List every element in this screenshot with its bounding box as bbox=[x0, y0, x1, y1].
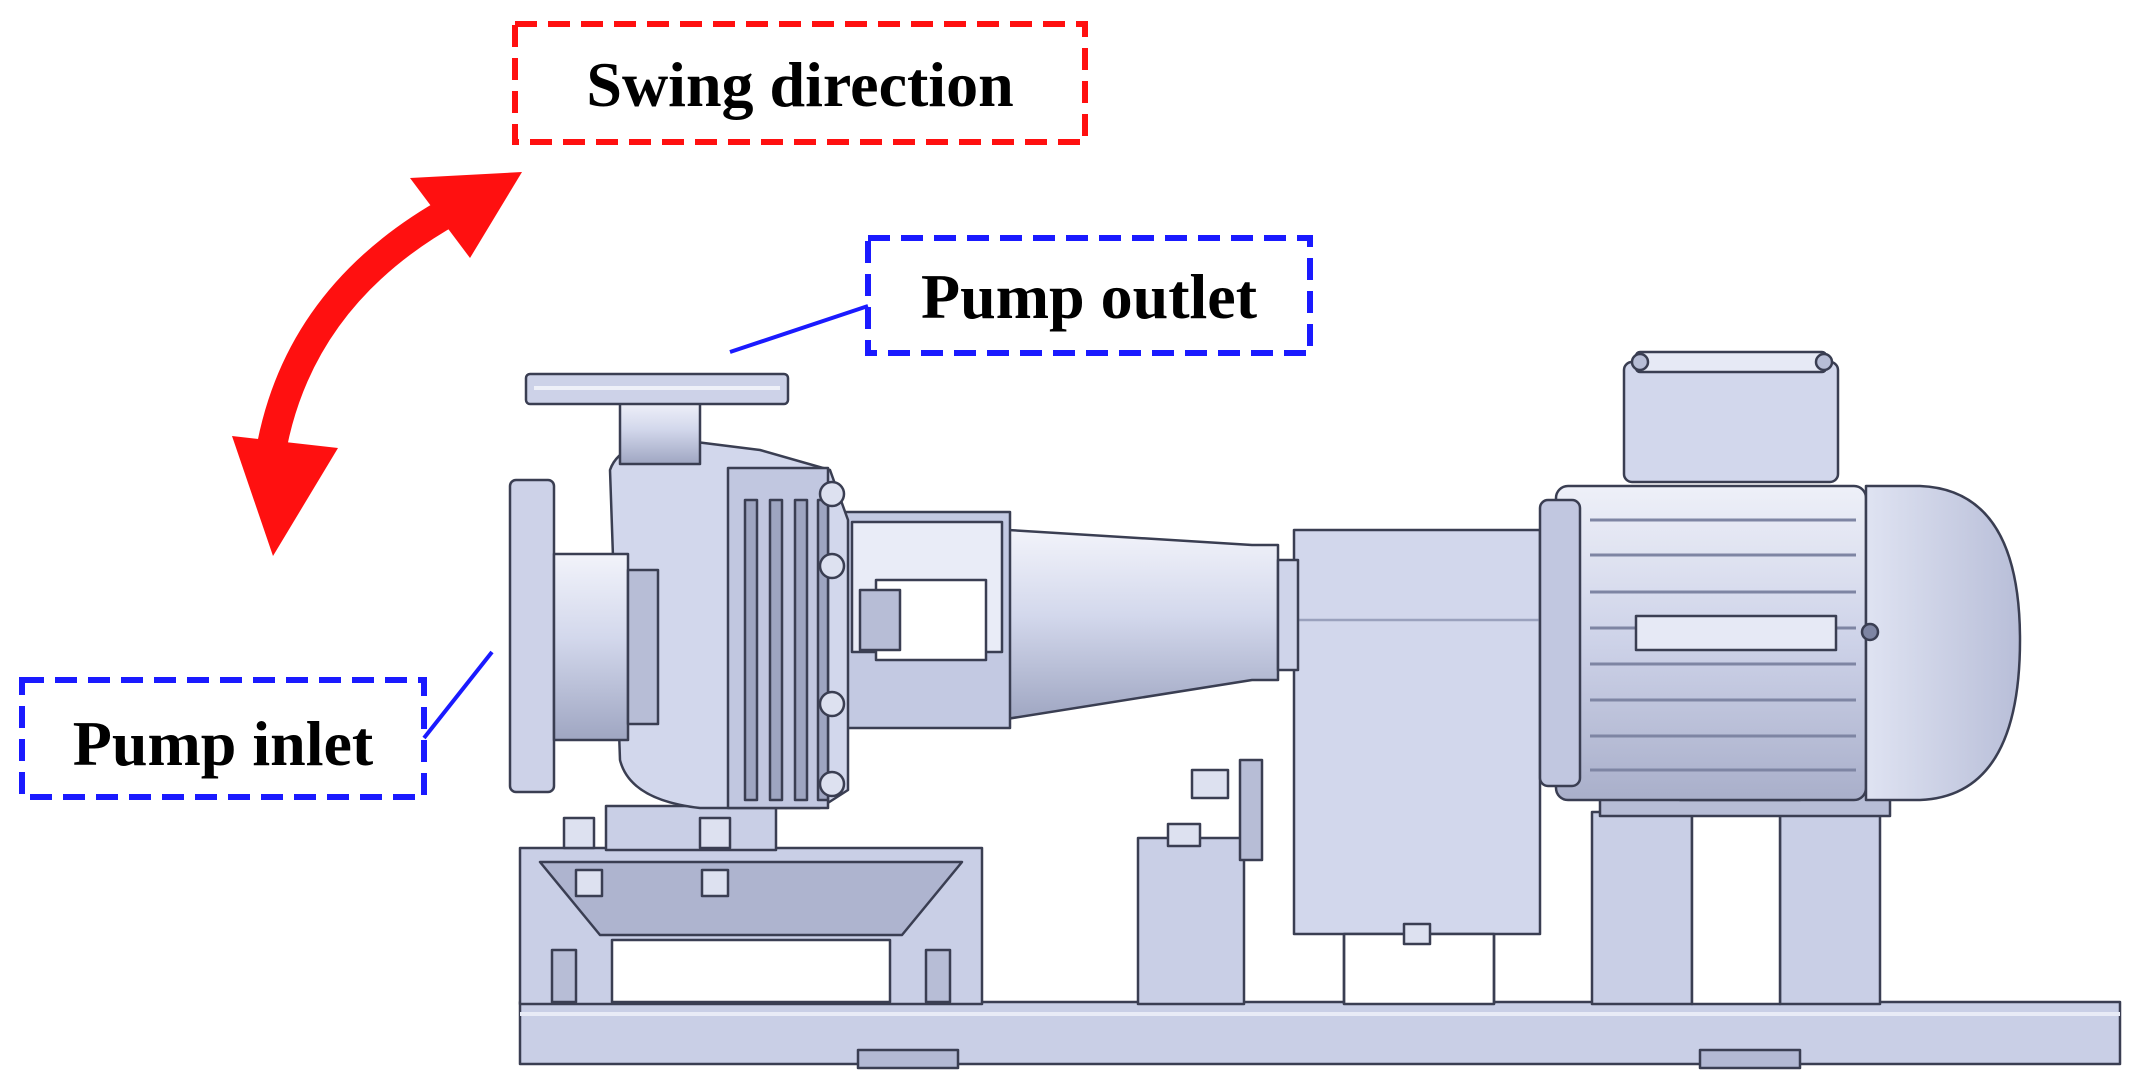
swing-arrow-head-top bbox=[410, 172, 522, 258]
inlet-flange bbox=[508, 478, 660, 794]
pump-inlet-callout: Pump inlet bbox=[19, 650, 494, 800]
bearing-support bbox=[1136, 758, 1264, 1006]
swing-direction-label: Swing direction bbox=[586, 49, 1013, 120]
pump-outlet-box bbox=[865, 235, 1313, 356]
pump-inlet-box bbox=[19, 677, 427, 800]
pump-outlet-leader bbox=[729, 304, 869, 354]
motor bbox=[1538, 350, 2022, 802]
pump-outlet-callout: Pump outlet bbox=[729, 235, 1313, 356]
swing-arrow bbox=[232, 172, 522, 556]
pump-inlet-leader bbox=[422, 650, 494, 740]
pump-inlet-label: Pump inlet bbox=[73, 708, 374, 779]
coupling-guard bbox=[1292, 528, 1542, 1006]
pump-pedestal bbox=[518, 804, 984, 1006]
pump-casing bbox=[608, 438, 850, 810]
swing-arrow-head-bottom bbox=[232, 436, 338, 556]
outlet-flange bbox=[524, 372, 790, 466]
swing-direction-callout: Swing direction bbox=[512, 21, 1088, 145]
swing-direction-box bbox=[512, 21, 1088, 145]
casing-ribs bbox=[743, 498, 830, 802]
base-frame bbox=[518, 1000, 2122, 1070]
pump-assembly bbox=[508, 350, 2122, 1070]
bearing-housing bbox=[836, 510, 1300, 730]
swing-arrow-shaft bbox=[253, 196, 460, 472]
pump-outlet-label: Pump outlet bbox=[921, 261, 1258, 332]
